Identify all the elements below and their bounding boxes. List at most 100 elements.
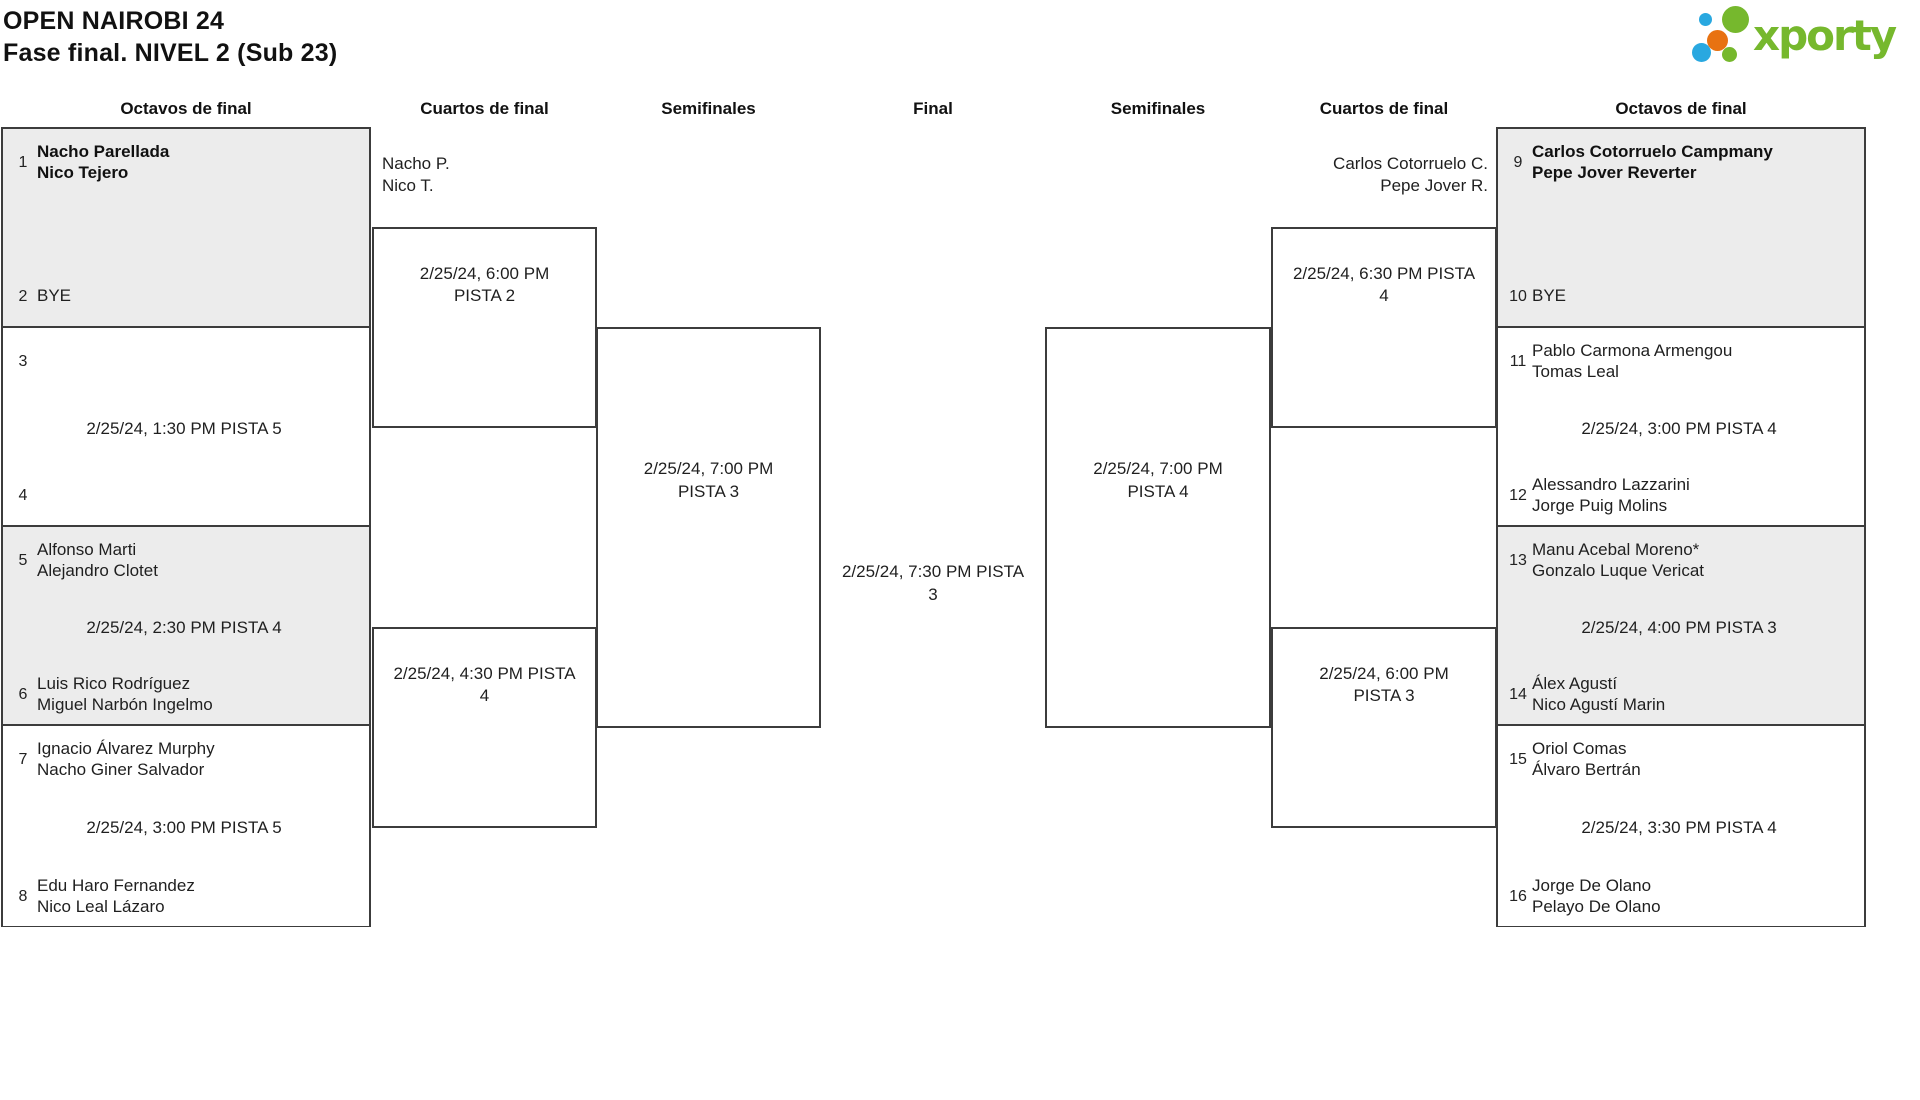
match-box-cuartos-right-top[interactable]: 2/25/24, 6:30 PM PISTA 4: [1271, 227, 1497, 428]
player-name: Nacho Parellada: [37, 142, 170, 161]
round-header-semis-right: Semifinales: [1110, 99, 1206, 118]
round-header-final: Final: [913, 99, 953, 118]
round-header-octavos-right: Octavos de final: [1615, 99, 1747, 118]
phase-subtitle: Fase final. NIVEL 2 (Sub 23): [3, 39, 338, 67]
seed-number: 9: [1513, 153, 1523, 171]
match-time: 2/25/24, 7:00 PM PISTA 4: [1093, 459, 1223, 501]
match-box-octavos-4[interactable]: 7 Ignacio Álvarez Murphy Nacho Giner Sal…: [3, 726, 369, 926]
player-name: Alejandro Clotet: [37, 560, 158, 580]
match-box-octavos-8[interactable]: 15 Oriol Comas Álvaro Bertrán 2/25/24, 3…: [1498, 726, 1864, 926]
match-time: 2/25/24, 4:00 PM PISTA 3: [1581, 617, 1777, 637]
match-time: 2/25/24, 3:30 PM PISTA 4: [1581, 818, 1777, 837]
seed-number: 4: [18, 486, 28, 504]
team-names: Edu Haro Fernandez Nico Leal Lázaro: [37, 876, 195, 917]
match-box-semifinal-left[interactable]: 2/25/24, 7:00 PM PISTA 3: [596, 327, 821, 728]
page-title: OPEN NAIROBI 24 Fase final. NIVEL 2 (Sub…: [3, 5, 337, 69]
round-header-semis-left: Semifinales: [661, 99, 756, 118]
player-name: Nico T.: [382, 175, 434, 195]
player-name: Manu Acebal Moreno*: [1532, 540, 1700, 559]
team-slot-8: 8 Edu Haro Fernandez Nico Leal Lázaro: [9, 876, 359, 917]
match-time: 2/25/24, 6:00 PM PISTA 3: [1319, 664, 1449, 705]
player-name: Alfonso Marti: [37, 540, 137, 559]
player-name: Nacho P.: [382, 154, 450, 173]
logo-wordmark: xporty: [1753, 11, 1897, 60]
match-time: 2/25/24, 3:00 PM PISTA 4: [1581, 418, 1777, 438]
seed-number: 6: [18, 685, 28, 703]
round-header-cuartos-left: Cuartos de final: [420, 99, 549, 118]
player-name: Jorge De Olano: [1532, 876, 1652, 895]
match-box-octavos-3[interactable]: 5 Alfonso Marti Alejandro Clotet 2/25/24…: [3, 527, 369, 726]
player-name: Nico Agustí Marin: [1532, 694, 1666, 714]
player-name: Carlos Cotorruelo C.: [1333, 154, 1488, 173]
team-names: BYE: [37, 286, 71, 307]
player-name: Luis Rico Rodríguez: [37, 674, 191, 693]
team-slot-15: 15 Oriol Comas Álvaro Bertrán: [1504, 739, 1854, 780]
player-name: Pepe Jover Reverter: [1532, 162, 1697, 182]
match-box-semifinal-right[interactable]: 2/25/24, 7:00 PM PISTA 4: [1045, 327, 1271, 728]
tournament-name: OPEN NAIROBI 24: [3, 7, 225, 35]
logo-dot-icon: [1692, 43, 1711, 62]
seed-number: 15: [1509, 750, 1527, 768]
seed-number: 11: [1509, 352, 1527, 370]
match-box-cuartos-left-bottom[interactable]: 2/25/24, 4:30 PM PISTA 4: [372, 627, 597, 828]
team-slot-13: 13 Manu Acebal Moreno* Gonzalo Luque Ver…: [1504, 540, 1854, 581]
player-name: Nacho Giner Salvador: [37, 759, 205, 779]
team-names: Ignacio Álvarez Murphy Nacho Giner Salva…: [37, 739, 215, 780]
seed-number: 13: [1509, 551, 1527, 569]
seed-number: 10: [1509, 287, 1527, 305]
match-box-cuartos-left-top[interactable]: 2/25/24, 6:00 PM PISTA 2: [372, 227, 597, 428]
player-name: Edu Haro Fernandez: [37, 876, 195, 895]
player-name: Carlos Cotorruelo Campmany: [1532, 142, 1773, 161]
xporty-logo[interactable]: xporty: [1690, 0, 1915, 75]
match-box-octavos-7[interactable]: 13 Manu Acebal Moreno* Gonzalo Luque Ver…: [1498, 527, 1864, 726]
match-time: 2/25/24, 6:00 PM PISTA 2: [419, 264, 550, 305]
seed-number: 1: [18, 153, 28, 171]
player-name: Pablo Carmona Armengou: [1532, 341, 1733, 360]
team-slot-14: 14 Álex Agustí Nico Agustí Marin: [1504, 674, 1854, 715]
team-slot-4: 4: [9, 475, 359, 516]
round-header-cuartos-right: Cuartos de final: [1319, 99, 1449, 118]
player-name: Nico Tejero: [37, 162, 129, 182]
player-name: Nico Leal Lázaro: [37, 896, 165, 916]
team-names: Luis Rico Rodríguez Miguel Narbón Ingelm…: [37, 674, 213, 715]
player-name: Alessandro Lazzarini: [1532, 475, 1690, 494]
round-header-octavos-left: Octavos de final: [120, 99, 252, 118]
team-slot-5: 5 Alfonso Marti Alejandro Clotet: [9, 540, 359, 581]
match-box-cuartos-right-bottom[interactable]: 2/25/24, 6:00 PM PISTA 3: [1271, 627, 1497, 828]
logo-dot-icon: [1722, 6, 1749, 33]
match-box-octavos-5[interactable]: 9 Carlos Cotorruelo Campmany Pepe Jover …: [1498, 129, 1864, 328]
team-slot-7: 7 Ignacio Álvarez Murphy Nacho Giner Sal…: [9, 739, 359, 780]
match-box-octavos-2[interactable]: 3 2/25/24, 1:30 PM PISTA 5 4: [3, 328, 369, 527]
player-name: Oriol Comas: [1532, 739, 1627, 758]
match-time: 2/25/24, 1:30 PM PISTA 5: [86, 418, 282, 438]
match-time: 2/25/24, 2:30 PM PISTA 4: [86, 617, 282, 637]
seed-number: 14: [1509, 685, 1527, 703]
match-time: 2/25/24, 7:00 PM PISTA 3: [643, 459, 774, 501]
player-name: Álex Agustí: [1532, 674, 1618, 693]
advancer-names-right: Carlos Cotorruelo C. Pepe Jover R.: [1272, 153, 1488, 196]
logo-dot-icon: [1699, 13, 1712, 26]
logo-dot-icon: [1722, 47, 1737, 62]
seed-number: 12: [1509, 486, 1527, 504]
player-name: Pepe Jover R.: [1380, 175, 1488, 195]
team-names: Alfonso Marti Alejandro Clotet: [37, 540, 158, 581]
team-names: Pablo Carmona Armengou Tomas Leal: [1532, 341, 1732, 382]
team-names: Alessandro Lazzarini Jorge Puig Molins: [1532, 475, 1690, 516]
team-slot-10: 10 BYE: [1504, 276, 1854, 317]
seed-number: 7: [18, 750, 28, 768]
match-time: 2/25/24, 4:30 PM PISTA 4: [393, 664, 576, 705]
seed-number: 8: [18, 887, 28, 905]
match-box-octavos-1[interactable]: 1 Nacho Parellada Nico Tejero 2 BYE: [3, 129, 369, 328]
match-box-octavos-6[interactable]: 11 Pablo Carmona Armengou Tomas Leal 2/2…: [1498, 328, 1864, 527]
team-names: Manu Acebal Moreno* Gonzalo Luque Verica…: [1532, 540, 1704, 581]
team-names: Nacho Parellada Nico Tejero: [37, 142, 169, 183]
player-name: Gonzalo Luque Vericat: [1532, 560, 1705, 580]
team-slot-1: 1 Nacho Parellada Nico Tejero: [9, 142, 359, 183]
team-slot-12: 12 Alessandro Lazzarini Jorge Puig Molin…: [1504, 475, 1854, 516]
seed-number: 3: [18, 352, 28, 370]
team-slot-11: 11 Pablo Carmona Armengou Tomas Leal: [1504, 341, 1854, 382]
team-names: Álex Agustí Nico Agustí Marin: [1532, 674, 1665, 715]
player-name: Álvaro Bertrán: [1532, 759, 1641, 779]
team-names: Carlos Cotorruelo Campmany Pepe Jover Re…: [1532, 142, 1773, 183]
team-names: Jorge De Olano Pelayo De Olano: [1532, 876, 1661, 917]
